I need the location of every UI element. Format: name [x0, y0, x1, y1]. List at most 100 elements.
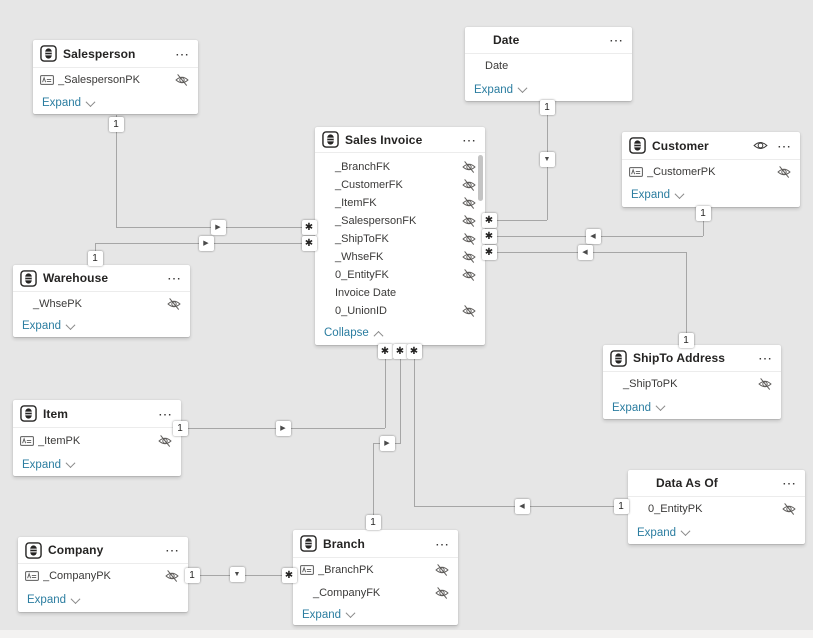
chevron-down-icon — [655, 401, 666, 412]
more-options-icon[interactable]: ⋯ — [782, 475, 796, 491]
filter-arrow-right-icon[interactable]: ▶ — [198, 235, 214, 251]
field-row[interactable]: 0_UnionID — [315, 302, 485, 320]
more-options-icon[interactable]: ⋯ — [175, 45, 189, 62]
relationship-line[interactable] — [686, 252, 687, 345]
field-row[interactable]: _SalespersonFK — [315, 212, 485, 230]
table-header[interactable]: Customer ⋯ — [622, 132, 800, 160]
field-row[interactable]: _CompanyFK — [293, 581, 458, 604]
cardinality-one-marker[interactable]: 1 — [695, 205, 711, 221]
cardinality-many-marker[interactable]: ✱ — [301, 219, 317, 235]
eye-icon[interactable] — [753, 138, 768, 153]
expand-link[interactable]: Expand — [22, 319, 76, 332]
field-row[interactable]: _WhsePK — [13, 292, 190, 315]
field-row[interactable]: _ShipToPK — [603, 372, 781, 396]
table-header[interactable]: ShipTo Address ⋯ — [603, 345, 781, 372]
cardinality-many-marker[interactable]: ✱ — [377, 343, 393, 359]
relationship-line[interactable] — [703, 208, 704, 236]
field-row[interactable]: _ShipToFK — [315, 230, 485, 248]
table-header[interactable]: Company ⋯ — [18, 537, 188, 564]
filter-arrow-left-icon[interactable]: ◀ — [585, 228, 601, 244]
field-row[interactable]: _ItemPK — [13, 428, 181, 453]
field-row[interactable]: Invoice Date — [315, 284, 485, 302]
eye-off-icon — [462, 250, 476, 264]
filter-arrow-right-icon[interactable]: ▶ — [275, 420, 291, 436]
cardinality-one-marker[interactable]: 1 — [365, 514, 381, 530]
more-options-icon[interactable]: ⋯ — [609, 32, 623, 48]
filter-arrow-right-icon[interactable]: ▶ — [210, 219, 226, 235]
field-row[interactable]: _CustomerPK — [622, 160, 800, 183]
table-warehouse[interactable]: Warehouse ⋯ _WhsePK Expand — [13, 265, 190, 337]
table-header[interactable]: Item ⋯ — [13, 400, 181, 428]
relationship-line[interactable] — [385, 351, 386, 428]
relationship-line[interactable] — [116, 115, 117, 227]
table-company[interactable]: Company ⋯ _CompanyPK Expand — [18, 537, 188, 612]
cardinality-many-marker[interactable]: ✱ — [481, 228, 497, 244]
field-row[interactable]: Date — [465, 54, 632, 78]
table-header[interactable]: Sales Invoice ⋯ — [315, 127, 485, 153]
field-row[interactable]: 0_EntityFK — [315, 266, 485, 284]
filter-arrow-down-icon[interactable]: ▼ — [229, 566, 245, 582]
more-options-icon[interactable]: ⋯ — [777, 137, 791, 154]
table-header[interactable]: Salesperson ⋯ — [33, 40, 198, 68]
table-item[interactable]: Item ⋯ _ItemPK Expand — [13, 400, 181, 476]
expand-link[interactable]: Expand — [42, 96, 96, 109]
filter-arrow-right-icon[interactable]: ▶ — [379, 435, 395, 451]
field-row[interactable]: _WhseFK — [315, 248, 485, 266]
cardinality-one-marker[interactable]: 1 — [678, 332, 694, 348]
table-sales-invoice[interactable]: Sales Invoice ⋯ _BranchFK _CustomerFK _I… — [315, 127, 485, 345]
table-shipto-address[interactable]: ShipTo Address ⋯ _ShipToPK Expand — [603, 345, 781, 419]
field-row[interactable]: _BranchFK — [315, 158, 485, 176]
expand-link[interactable]: Expand — [22, 458, 76, 471]
cardinality-many-marker[interactable]: ✱ — [392, 343, 408, 359]
collapse-link[interactable]: Collapse — [324, 327, 384, 341]
table-header[interactable]: Warehouse ⋯ — [13, 265, 190, 292]
expand-link[interactable]: Expand — [474, 83, 528, 96]
table-header[interactable]: Date ⋯ — [465, 27, 632, 54]
expand-link[interactable]: Expand — [612, 401, 666, 414]
relationship-line[interactable] — [414, 351, 415, 506]
cardinality-many-marker[interactable]: ✱ — [281, 567, 297, 583]
cardinality-one-marker[interactable]: 1 — [108, 116, 124, 132]
field-row[interactable]: _ItemFK — [315, 194, 485, 212]
table-customer[interactable]: Customer ⋯ _CustomerPK Expand — [622, 132, 800, 207]
cardinality-many-marker[interactable]: ✱ — [481, 244, 497, 260]
more-options-icon[interactable]: ⋯ — [435, 535, 449, 552]
table-scrollbar[interactable] — [478, 155, 483, 201]
cardinality-one-marker[interactable]: 1 — [184, 567, 200, 583]
table-data-as-of[interactable]: Data As Of ⋯ 0_EntityPK Expand — [628, 470, 805, 544]
more-options-icon[interactable]: ⋯ — [462, 131, 476, 148]
expand-link[interactable]: Expand — [637, 526, 691, 539]
relationship-line[interactable] — [373, 443, 374, 530]
expand-link[interactable]: Expand — [27, 593, 81, 606]
field-row[interactable]: _SalespersonPK — [33, 68, 198, 92]
more-options-icon[interactable]: ⋯ — [165, 542, 179, 558]
filter-arrow-left-icon[interactable]: ◀ — [577, 244, 593, 260]
cardinality-many-marker[interactable]: ✱ — [301, 235, 317, 251]
cardinality-many-marker[interactable]: ✱ — [406, 343, 422, 359]
table-header[interactable]: Data As Of ⋯ — [628, 470, 805, 497]
cardinality-one-marker[interactable]: 1 — [87, 250, 103, 266]
cardinality-many-marker[interactable]: ✱ — [481, 212, 497, 228]
cardinality-one-marker[interactable]: 1 — [172, 420, 188, 436]
field-row[interactable]: 0_EntityPK — [628, 497, 805, 521]
table-header[interactable]: Branch ⋯ — [293, 530, 458, 558]
more-options-icon[interactable]: ⋯ — [758, 350, 772, 366]
table-salesperson[interactable]: Salesperson ⋯ _SalespersonPK Expand — [33, 40, 198, 114]
more-options-icon[interactable]: ⋯ — [158, 405, 172, 422]
table-branch[interactable]: Branch ⋯ _BranchPK _CompanyFK Expand — [293, 530, 458, 625]
relationship-line[interactable] — [400, 351, 401, 443]
table-date[interactable]: Date ⋯ Date Expand — [465, 27, 632, 101]
filter-arrow-left-icon[interactable]: ◀ — [514, 498, 530, 514]
cardinality-one-marker[interactable]: 1 — [613, 498, 629, 514]
field-row[interactable]: _CompanyPK — [18, 564, 188, 588]
cardinality-one-marker[interactable]: 1 — [539, 99, 555, 115]
field-row[interactable]: _CustomerFK — [315, 176, 485, 194]
expand-link[interactable]: Expand — [302, 608, 356, 621]
relationship-line[interactable] — [485, 220, 547, 221]
filter-arrow-down-icon[interactable]: ▼ — [539, 151, 555, 167]
more-options-icon[interactable]: ⋯ — [167, 270, 181, 286]
table-title: Data As Of — [656, 476, 718, 490]
field-row[interactable]: _BranchPK — [293, 558, 458, 581]
expand-link[interactable]: Expand — [631, 188, 685, 201]
